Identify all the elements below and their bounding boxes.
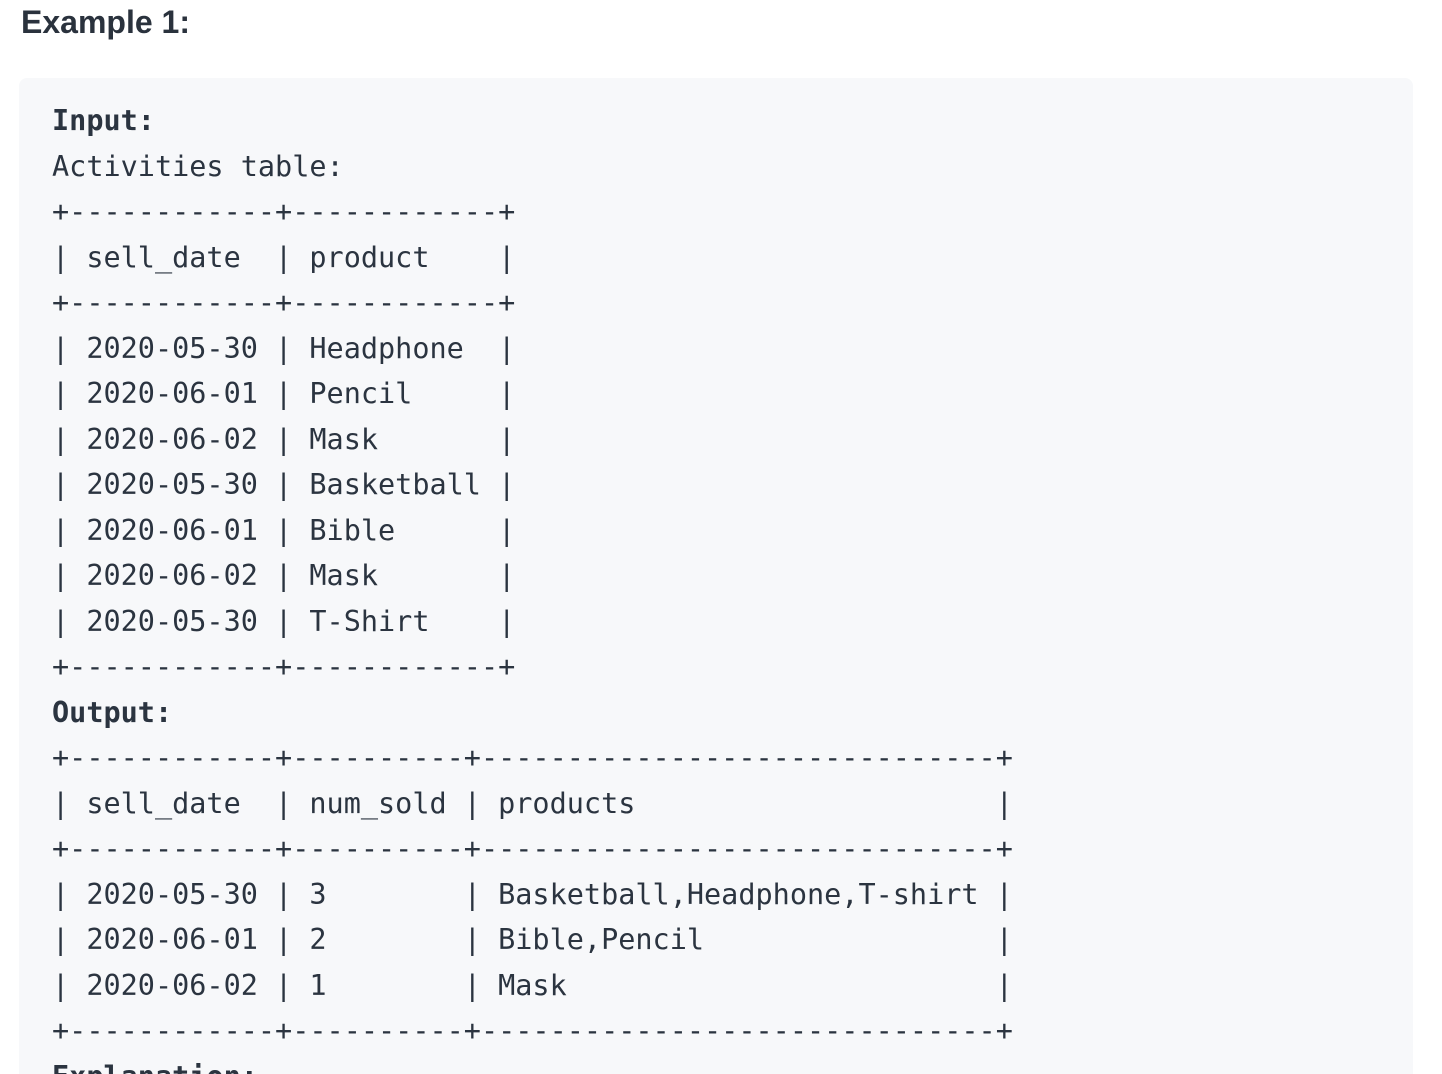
output-table-ascii: +------------+----------+---------------… xyxy=(52,741,1013,1047)
output-label: Output: xyxy=(52,695,173,729)
example-title: Example 1: xyxy=(21,4,190,40)
input-table-ascii: +------------+------------+ | sell_date … xyxy=(52,195,516,683)
input-label: Input: xyxy=(52,104,155,137)
input-table-title: Activities table: xyxy=(52,149,344,183)
explanation-label: Explanation: xyxy=(52,1054,1389,1074)
example-code-block: Input: Activities table: +------------+---… xyxy=(19,78,1413,1074)
